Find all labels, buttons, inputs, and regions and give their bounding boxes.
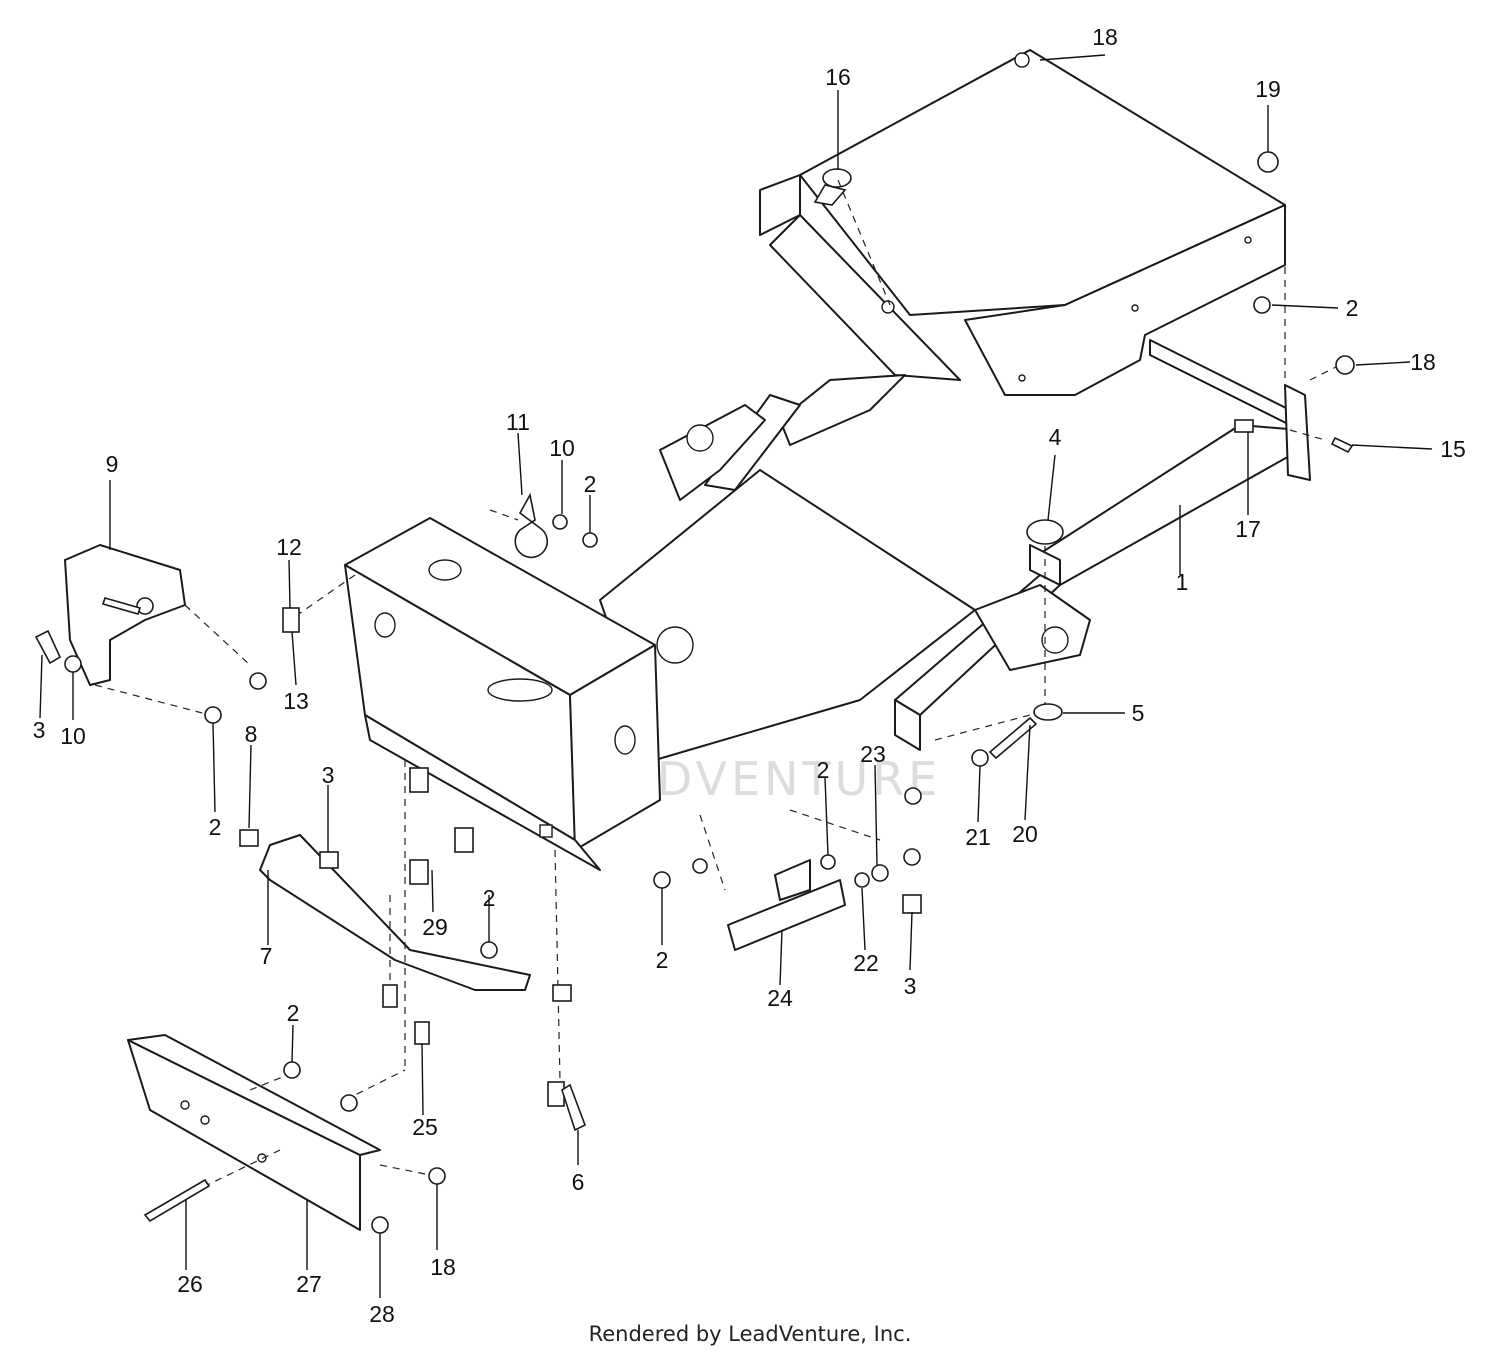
callout-20: 20 — [1012, 821, 1038, 847]
callout-2d: 2 — [584, 471, 597, 497]
callout-3c: 3 — [322, 762, 335, 788]
callout-10: 10 — [549, 435, 575, 461]
callout-18b: 18 — [430, 1254, 456, 1280]
spacer-part — [727, 859, 846, 951]
alignment-lines — [94, 179, 1341, 1216]
callout-18: 18 — [1410, 349, 1436, 375]
callout-24: 24 — [767, 985, 793, 1011]
fasteners — [34, 151, 1355, 1234]
callout-12: 12 — [276, 534, 302, 560]
hitch-bar-part — [259, 834, 531, 991]
callout-17: 17 — [1235, 516, 1261, 542]
footer-credit: Rendered by LeadVenture, Inc. — [588, 1322, 912, 1346]
callout-3: 3 — [904, 973, 917, 999]
callout-2b: 2 — [817, 757, 830, 783]
callout-7: 7 — [260, 943, 273, 969]
callout-27: 27 — [296, 1271, 322, 1297]
callout-26: 26 — [177, 1271, 203, 1297]
frame-plate-part — [599, 404, 1091, 761]
front-bumper-part — [127, 1034, 381, 1231]
callout-16: 16 — [825, 64, 851, 90]
callout-2g: 2 — [287, 1000, 300, 1026]
callout-11: 11 — [506, 409, 530, 435]
callout-2: 2 — [1346, 295, 1359, 321]
callout-2f: 2 — [483, 885, 496, 911]
callout-14: 18 — [1092, 24, 1118, 50]
callout-2e: 2 — [209, 814, 222, 840]
callout-21: 21 — [965, 824, 991, 850]
callout-8: 8 — [245, 721, 258, 747]
callout-1: 1 — [1176, 569, 1189, 595]
callout-22: 22 — [853, 950, 879, 976]
callout-labels: 18 16 19 2 18 15 17 4 1 5 20 21 23 2 22 … — [33, 24, 1466, 1327]
callout-25: 25 — [412, 1114, 438, 1140]
callout-3b: 3 — [33, 717, 46, 743]
callout-19: 19 — [1255, 76, 1281, 102]
callout-13: 13 — [283, 688, 309, 714]
callout-4: 4 — [1049, 424, 1062, 450]
bracket-part — [64, 544, 186, 686]
callout-2c: 2 — [656, 947, 669, 973]
seat-latch-part — [813, 168, 852, 206]
seat-pan-part — [759, 49, 1286, 396]
callout-6: 6 — [572, 1169, 585, 1195]
callout-10b: 10 — [60, 723, 86, 749]
callout-28: 28 — [369, 1301, 395, 1327]
mount-bracket-part — [1284, 384, 1311, 481]
callout-15: 15 — [1440, 436, 1466, 462]
callout-5: 5 — [1132, 700, 1145, 726]
front-housing-part — [344, 517, 661, 871]
callout-23: 23 — [860, 741, 886, 767]
callout-leaders — [39, 54, 1433, 1298]
callout-29: 29 — [422, 914, 448, 940]
callout-9: 9 — [106, 451, 119, 477]
